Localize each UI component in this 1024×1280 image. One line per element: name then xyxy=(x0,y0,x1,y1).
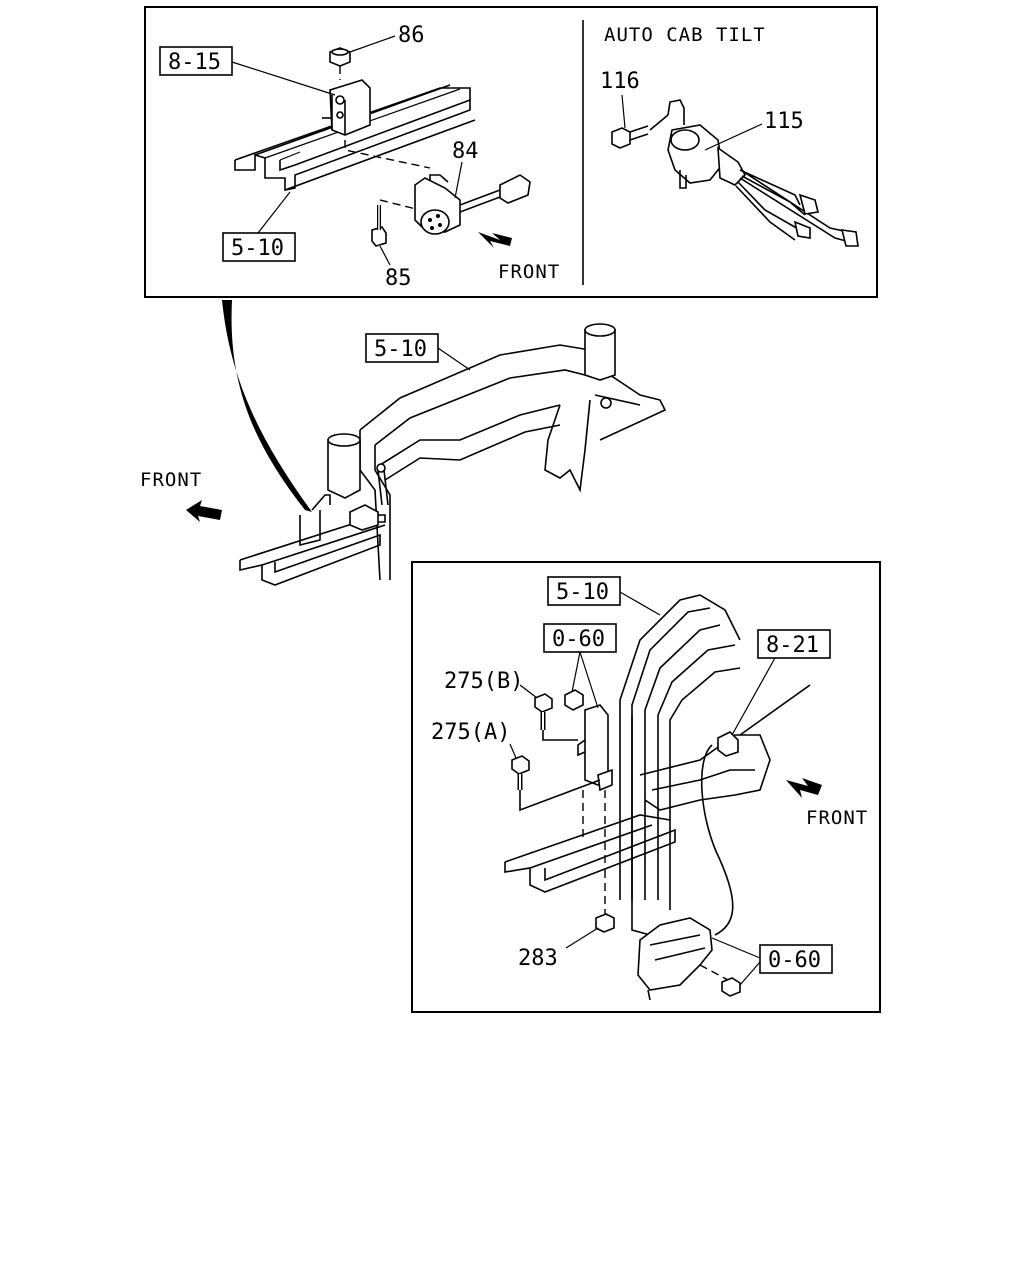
label-116-text: 116 xyxy=(600,69,640,94)
label-85: 85 xyxy=(379,245,412,291)
bottom-detail-panel xyxy=(411,561,881,1013)
label-5-10-middle: 5-10 xyxy=(365,333,471,371)
label-5-10-bottom-text: 5-10 xyxy=(556,580,609,605)
label-front-top-text: FRONT xyxy=(498,261,560,283)
label-275b: 275(B) xyxy=(444,669,538,699)
label-5-10-top: 5-10 xyxy=(222,191,296,262)
label-front-bottom: FRONT xyxy=(806,807,868,829)
label-84-text: 84 xyxy=(452,139,479,164)
label-0-60-bottom: 0-60 xyxy=(711,937,833,986)
label-5-10-top-text: 5-10 xyxy=(231,236,284,261)
label-5-10-middle-text: 5-10 xyxy=(374,337,427,362)
label-283: 283 xyxy=(518,927,599,971)
label-115-text: 115 xyxy=(764,109,804,134)
middle-cab-frame-drawing xyxy=(186,300,667,586)
label-front-top: FRONT xyxy=(498,261,560,283)
auto-cab-tilt-title-text: AUTO CAB TILT xyxy=(604,24,766,46)
label-8-21-text: 8-21 xyxy=(766,633,819,658)
bottom-assembly-drawing xyxy=(504,594,822,1001)
label-front-middle: FRONT xyxy=(140,469,202,491)
label-0-60-bottom-text: 0-60 xyxy=(768,948,821,973)
label-116: 116 xyxy=(600,69,640,129)
label-275a-text: 275(A) xyxy=(431,720,510,745)
label-front-middle-text: FRONT xyxy=(140,469,202,491)
label-86: 86 xyxy=(349,23,425,53)
top-detail-panel xyxy=(144,6,878,298)
auto-cab-tilt-title: AUTO CAB TILT xyxy=(604,24,766,46)
label-0-60-top-text: 0-60 xyxy=(552,627,605,652)
label-8-15: 8-15 xyxy=(159,46,336,96)
label-8-15-text: 8-15 xyxy=(168,50,221,75)
label-85-text: 85 xyxy=(385,266,412,291)
label-front-bottom-text: FRONT xyxy=(806,807,868,829)
label-115: 115 xyxy=(704,109,804,151)
label-86-text: 86 xyxy=(398,23,425,48)
label-283-text: 283 xyxy=(518,946,558,971)
label-84: 84 xyxy=(452,139,479,199)
label-275a: 275(A) xyxy=(431,720,517,759)
top-right-assembly-drawing xyxy=(611,99,859,247)
label-0-60-top: 0-60 xyxy=(543,623,617,709)
label-275b-text: 275(B) xyxy=(444,669,523,694)
label-8-21: 8-21 xyxy=(731,629,831,736)
top-left-assembly-drawing xyxy=(234,47,531,248)
label-5-10-bottom: 5-10 xyxy=(547,576,661,616)
